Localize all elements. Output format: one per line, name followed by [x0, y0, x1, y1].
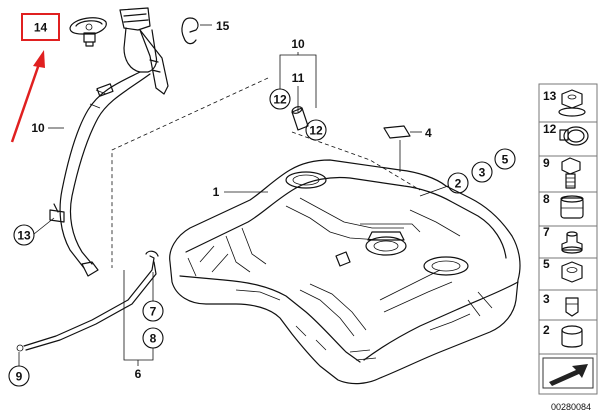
fuel-cap-part [69, 17, 107, 47]
image-id: 00280084 [551, 402, 591, 412]
callout-13[interactable]: 13 [17, 229, 31, 243]
fuel-line-part [16, 250, 159, 352]
vent-hose-part [181, 17, 199, 45]
flange-nut-icon [558, 89, 586, 117]
red-arrow [10, 50, 45, 143]
filler-neck-part [119, 7, 169, 95]
hose-clamp-icon [559, 126, 589, 146]
highlight-box [21, 13, 60, 41]
clip-icon [565, 297, 579, 317]
rubber-buffer-icon [561, 325, 583, 348]
fuel-tank-part [169, 159, 521, 385]
callout-14[interactable]: 14 [34, 21, 48, 35]
sidebar-label-9[interactable]: 9 [543, 156, 550, 170]
sidebar-label-8[interactable]: 8 [543, 192, 550, 206]
gasket-part [383, 125, 411, 139]
callout-11[interactable]: 11 [292, 71, 305, 85]
sidebar-label-12[interactable]: 12 [543, 122, 557, 136]
callout-1[interactable]: 1 [213, 185, 220, 199]
sidebar-label-7[interactable]: 7 [543, 225, 550, 239]
sidebar-label-2[interactable]: 2 [543, 323, 550, 337]
small-parts-sidebar: 13 12 9 8 7 5 3 2 [538, 83, 598, 395]
callout-3[interactable]: 3 [479, 166, 486, 180]
callout-10-left[interactable]: 10 [31, 121, 45, 135]
sidebar-label-3[interactable]: 3 [543, 292, 550, 306]
next-page-arrow-icon[interactable] [542, 357, 594, 389]
hex-nut-icon [561, 261, 583, 283]
sidebar-label-5[interactable]: 5 [543, 257, 550, 271]
callout-5[interactable]: 5 [502, 153, 509, 167]
filler-hose-part [49, 71, 151, 277]
callout-8[interactable]: 8 [150, 332, 157, 346]
callout-15[interactable]: 15 [216, 19, 230, 33]
callout-2[interactable]: 2 [455, 177, 462, 191]
vent-valve-part [291, 106, 309, 131]
callout-12-a[interactable]: 12 [273, 93, 287, 107]
spacer-sleeve-icon [561, 231, 583, 254]
callout-6[interactable]: 6 [135, 367, 142, 381]
sidebar-label-13[interactable]: 13 [543, 89, 557, 103]
callout-10-top[interactable]: 10 [291, 37, 305, 51]
callout-12-b[interactable]: 12 [309, 124, 323, 138]
callout-9[interactable]: 9 [16, 370, 23, 384]
hex-bolt-icon [561, 157, 581, 189]
callout-7[interactable]: 7 [150, 305, 157, 319]
callout-4[interactable]: 4 [425, 126, 432, 140]
grommet-icon [560, 195, 584, 219]
